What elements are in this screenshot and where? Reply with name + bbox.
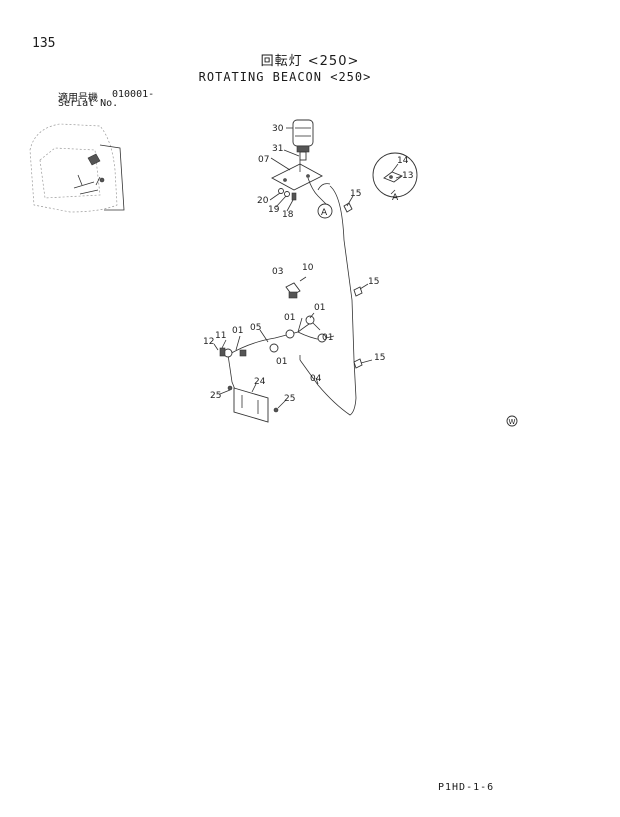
title-english: ROTATING BEACON <250> (198, 70, 372, 84)
callout-03: 03 (272, 267, 283, 277)
title-japanese: 回転灯 <250> (260, 54, 360, 69)
w-mark: W (506, 415, 518, 427)
callout-11: 11 (215, 331, 226, 341)
footer-code: P1HD-1-6 (438, 782, 495, 793)
callout-04: 04 (310, 374, 322, 384)
callout-07: 07 (258, 155, 269, 165)
serial-label-japanese: 適用号機 (58, 93, 98, 104)
callout-14: 14 (397, 156, 409, 166)
callout-01-c: 01 (322, 333, 333, 343)
rotating-beacon-assembly (271, 119, 363, 416)
switch-assembly (285, 276, 307, 299)
callout-15-top: 15 (350, 189, 361, 199)
relay-bracket (227, 385, 279, 423)
callout-01-d: 01 (232, 326, 243, 336)
serial-value: 010001- (112, 89, 155, 100)
callout-01-e: 01 (276, 357, 287, 367)
callouts: 30 31 07 20 19 18 A 15 14 13 A 03 10 15 … (203, 124, 413, 404)
lower-harness (219, 315, 327, 393)
callout-a-ref: A (392, 193, 399, 203)
callout-25-left: 25 (210, 391, 221, 401)
callout-12: 12 (203, 337, 214, 347)
callout-10: 10 (302, 263, 314, 273)
callout-30: 30 (272, 124, 284, 134)
callout-01-a: 01 (314, 303, 325, 313)
svg-text:W: W (509, 418, 516, 426)
callout-15-mid: 15 (368, 277, 379, 287)
callout-a: A (321, 208, 328, 218)
callout-24: 24 (254, 377, 266, 387)
cab-location-sketch (29, 123, 125, 213)
callout-01-b: 01 (284, 313, 295, 323)
callout-13: 13 (402, 171, 413, 181)
page-number: 135 (32, 36, 56, 51)
callout-18: 18 (282, 210, 294, 220)
callout-31: 31 (272, 144, 283, 154)
leader-lines (213, 127, 373, 409)
callout-19: 19 (268, 205, 280, 215)
callout-05: 05 (250, 323, 261, 333)
callout-15-low: 15 (374, 353, 385, 363)
detail-a (372, 152, 418, 198)
callout-25-right: 25 (284, 394, 295, 404)
serial-label-english: Serial No. (58, 98, 119, 109)
callout-20: 20 (257, 196, 269, 206)
